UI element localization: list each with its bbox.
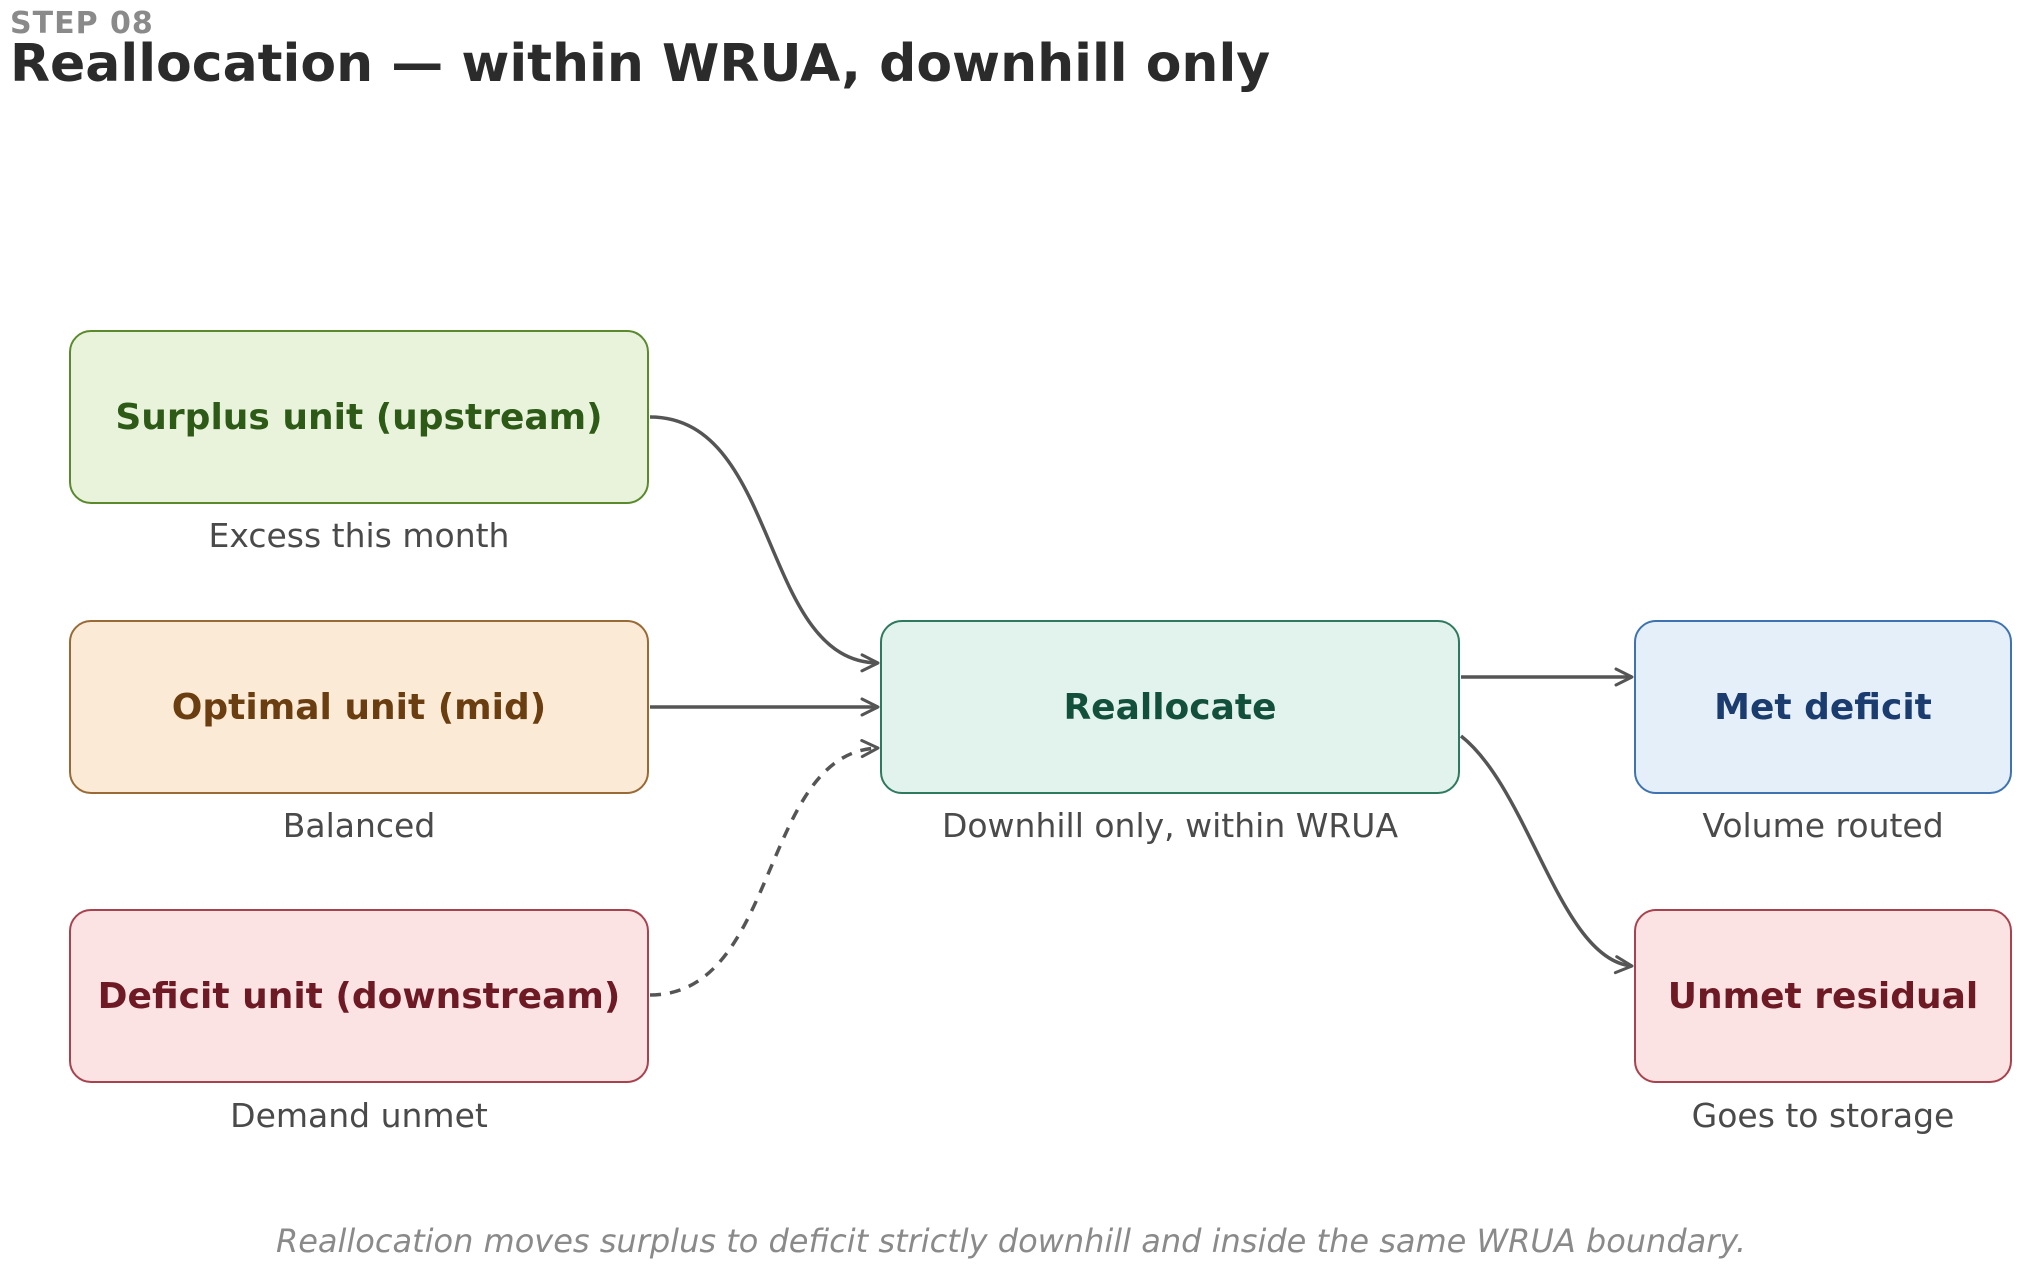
node-met-label: Met deficit [1714, 686, 1932, 728]
node-reallocate-sub: Downhill only, within WRUA [941, 806, 1399, 845]
node-deficit-unit: Deficit unit (downstream) [69, 909, 649, 1083]
step-label: STEP 08 [10, 6, 154, 41]
node-optimal-sub: Balanced [282, 806, 436, 845]
node-met-sub: Volume routed [1702, 806, 1944, 845]
node-unmet-residual: Unmet residual [1634, 909, 2012, 1083]
node-optimal-label: Optimal unit (mid) [171, 686, 547, 728]
node-deficit-sub: Demand unmet [230, 1096, 488, 1135]
node-surplus-unit: Surplus unit (upstream) [69, 330, 649, 504]
edge-surplus-to-reallocate [649, 415, 880, 673]
edge-reallocate-to-unmet [1459, 734, 1634, 975]
edge-deficit-to-reallocate [649, 739, 880, 997]
node-deficit-label: Deficit unit (downstream) [97, 975, 621, 1017]
footer-caption: Reallocation moves surplus to deficit st… [275, 1222, 1747, 1260]
node-unmet-sub: Goes to storage [1691, 1096, 1955, 1135]
node-reallocate-label: Reallocate [1063, 686, 1277, 728]
node-surplus-sub: Excess this month [208, 516, 510, 555]
page-title: Reallocation — within WRUA, downhill onl… [10, 34, 1271, 94]
node-reallocate: Reallocate [880, 620, 1460, 794]
node-unmet-label: Unmet residual [1667, 975, 1979, 1017]
node-surplus-label: Surplus unit (upstream) [115, 396, 603, 438]
node-optimal-unit: Optimal unit (mid) [69, 620, 649, 794]
node-met-deficit: Met deficit [1634, 620, 2012, 794]
